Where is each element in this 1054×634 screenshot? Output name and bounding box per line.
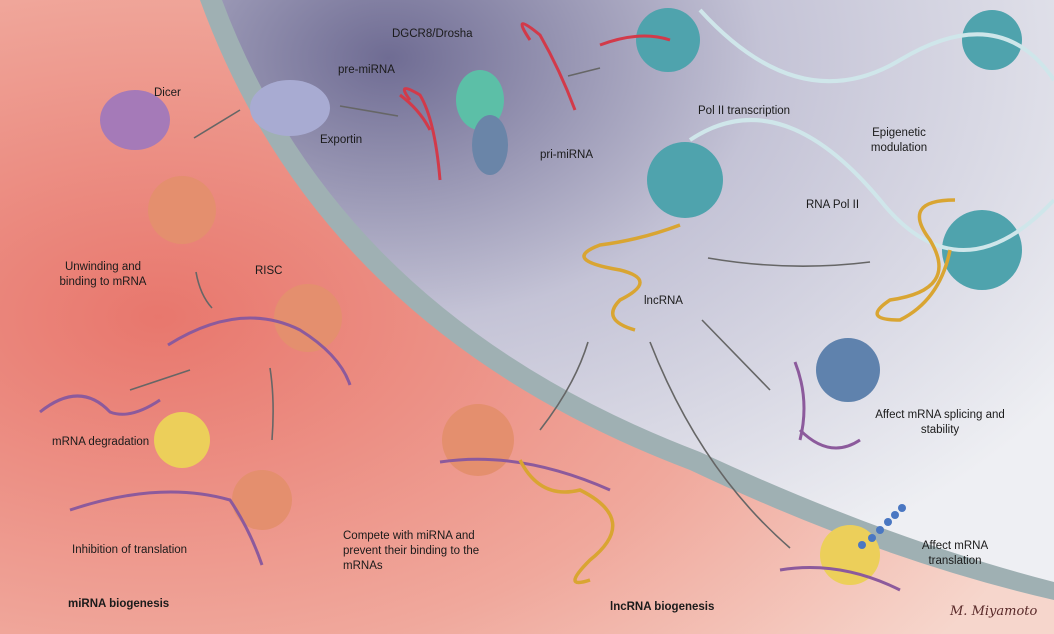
label-pol-ii-transcription: Pol II transcription: [698, 105, 791, 117]
label-rna-pol-ii: RNA Pol II: [806, 199, 860, 211]
label-dicer: Dicer: [154, 87, 181, 99]
artist-signature: M. Miyamoto: [950, 604, 1038, 619]
rna-pol-ii: [636, 8, 1022, 290]
label-risc: RISC: [255, 265, 283, 277]
label-compete: Compete with miRNA and prevent their bin…: [343, 530, 480, 572]
title-mirna-biogenesis: miRNA biogenesis: [68, 598, 170, 610]
label-affect-translation: Affect mRNA translation: [921, 540, 989, 567]
label-unwinding: Unwinding and binding to mRNA: [59, 261, 147, 288]
label-pri-mirna: pri-miRNA: [540, 149, 594, 161]
nucleus: [222, 0, 1054, 582]
label-lncrna: lncRNA: [644, 295, 683, 307]
label-dgcr8-drosha: DGCR8/Drosha: [392, 28, 473, 40]
label-inhibition: Inhibition of translation: [72, 544, 188, 556]
label-epigenetic-modulation: Epigenetic modulation: [870, 127, 928, 154]
title-lncrna-biogenesis: lncRNA biogenesis: [610, 601, 715, 613]
label-affect-splicing: Affect mRNA splicing and stability: [875, 409, 1005, 436]
label-mrna-degradation: mRNA degradation: [52, 436, 150, 448]
label-exportin: Exportin: [320, 134, 363, 146]
label-pre-mirna: pre-miRNA: [338, 64, 395, 76]
